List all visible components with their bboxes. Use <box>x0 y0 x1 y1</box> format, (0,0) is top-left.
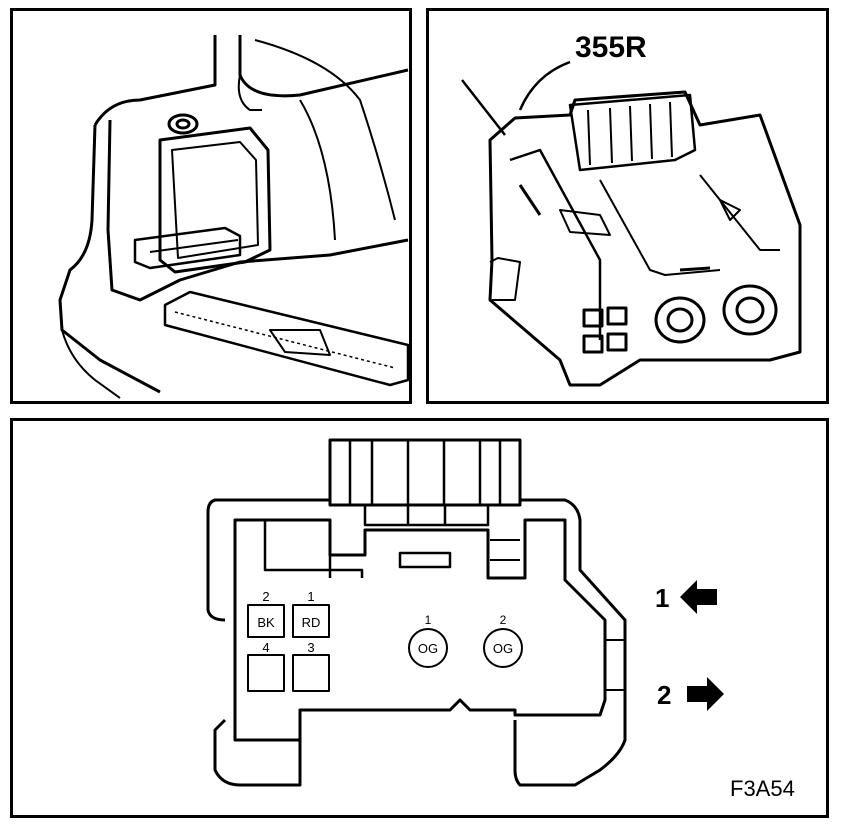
round-pin-number-1: 1 <box>425 613 432 627</box>
pin-number-4: 4 <box>262 640 269 655</box>
round-pin-color-og-1: OG <box>418 641 438 656</box>
connector-face-panel <box>10 418 829 818</box>
arrow-left-icon <box>680 580 717 614</box>
pin-number-2: 2 <box>262 589 269 604</box>
connector-face-outline <box>206 438 627 787</box>
pin-color-bk: BK <box>257 615 275 630</box>
round-pin-color-og-2: OG <box>493 641 513 656</box>
arrow-right-icon <box>687 677 724 711</box>
pin-number-1: 1 <box>307 589 314 604</box>
connector-code-label: 355R <box>575 31 647 64</box>
figure-code: F3A54 <box>730 776 795 801</box>
trunk-illustration <box>58 35 410 399</box>
arrow-2-label: 2 <box>657 680 671 710</box>
round-pin-number-2: 2 <box>500 613 507 627</box>
arrow-1-label: 1 <box>655 583 669 613</box>
pin-number-3: 3 <box>307 640 314 655</box>
pin-color-rd: RD <box>302 615 321 630</box>
connector-3d-illustration <box>461 60 802 387</box>
